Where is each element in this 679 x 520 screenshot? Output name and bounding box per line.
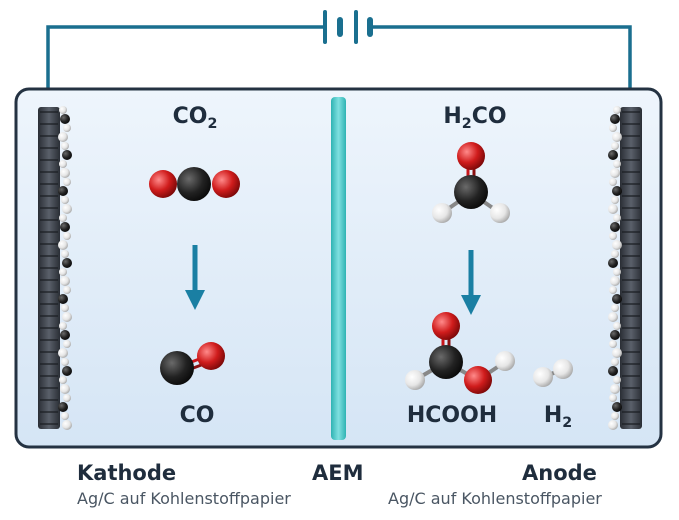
battery-icon [323, 10, 373, 44]
formic-acid-molecule [405, 312, 515, 394]
co-label: CO [179, 403, 215, 428]
circuit-wire [46, 25, 632, 93]
h2-label: H2 [543, 403, 573, 431]
anode-title: Anode [522, 461, 597, 485]
cathode-electrode [38, 106, 72, 430]
membrane-aem [331, 97, 346, 440]
membrane-label: AEM [312, 461, 364, 485]
hydrogen-molecule [533, 359, 573, 387]
anode-electrode [608, 106, 642, 430]
formaldehyde-molecule [432, 142, 510, 223]
cathode-title: Kathode [77, 461, 177, 485]
h2co-label: H2CO [443, 104, 507, 132]
co2-label: CO2 [172, 104, 218, 132]
cathode-subtitle: Ag/C auf Kohlenstoffpapier [77, 489, 291, 508]
anode-subtitle: Ag/C auf Kohlenstoffpapier [388, 489, 602, 508]
hcooh-label: HCOOH [406, 403, 498, 428]
co2-molecule [149, 167, 240, 201]
co-molecule [160, 342, 225, 385]
